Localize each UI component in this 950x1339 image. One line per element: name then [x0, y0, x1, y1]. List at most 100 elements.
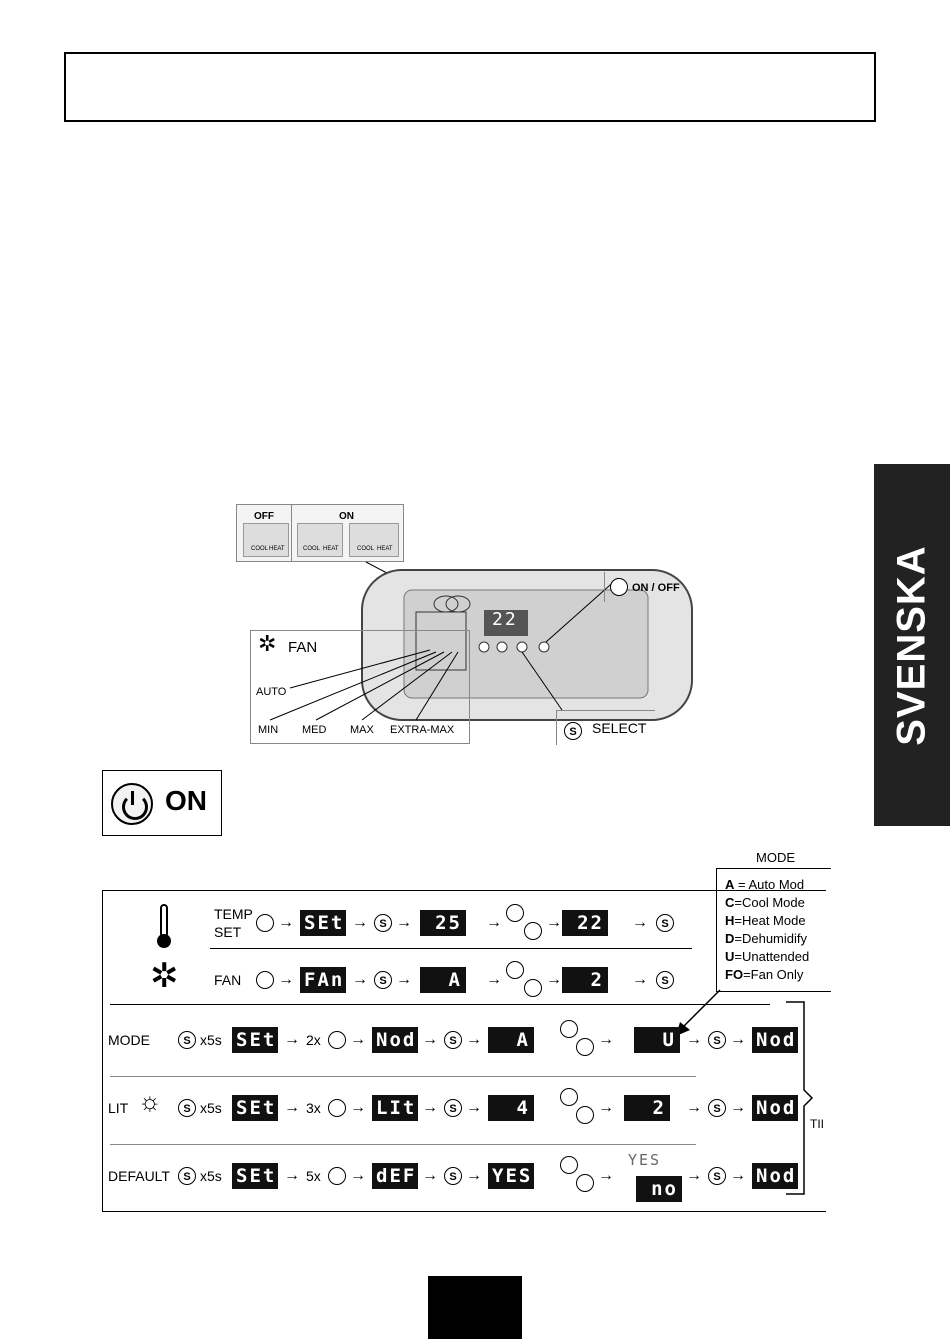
page-number-block — [428, 1276, 522, 1339]
fan-auto-label: AUTO — [256, 686, 287, 698]
mode-display-5: Nod — [752, 1027, 798, 1053]
off-heat-label: HEAT — [269, 546, 285, 552]
arrow-icon: → — [350, 1031, 366, 1048]
mode-legend-item: A = Auto Mod — [725, 877, 805, 892]
divider — [110, 1004, 770, 1005]
onoff-label: ON / OFF — [632, 582, 680, 594]
arrow-icon: → — [686, 1167, 702, 1184]
select-label: SELECT — [592, 720, 647, 736]
temp-display-2: 25 — [420, 910, 466, 936]
default-display-2: dEF — [372, 1163, 418, 1189]
on-heat-label: HEAT — [323, 546, 339, 552]
thermometer-bulb — [157, 934, 171, 948]
arrow-icon: → — [546, 971, 562, 988]
onoff-callout — [604, 572, 689, 602]
arrow-icon: → — [284, 1167, 300, 1184]
arrow-icon: → — [466, 1167, 482, 1184]
display-value: 22 — [492, 609, 518, 630]
arrow-icon: → — [396, 971, 412, 988]
down-button-icon — [256, 971, 274, 989]
default-row-label: DEFAULT — [108, 1168, 170, 1184]
s-button-icon: S — [656, 914, 674, 932]
lit-display-3: 4 — [488, 1095, 534, 1121]
control-panel-device — [361, 561, 693, 721]
mode-legend-item: FO=Fan Only — [725, 967, 804, 982]
arrow-icon: → — [730, 1167, 746, 1184]
mode-display-1: SEt — [232, 1027, 278, 1053]
fan-pointer-lines — [269, 649, 459, 721]
temp-display-3: 22 — [562, 910, 608, 936]
temp-display-1: SEt — [300, 910, 346, 936]
mode-legend-item: H=Heat Mode — [725, 913, 806, 928]
arrow-icon: → — [632, 971, 648, 988]
arrow-icon: → — [350, 1167, 366, 1184]
lit-display-4: 2 — [624, 1095, 670, 1121]
x5s-label: x5s — [200, 1032, 222, 1048]
fan-display-1: FAn — [300, 967, 346, 993]
mode-legend-title: MODE — [756, 850, 795, 865]
down-button-icon — [576, 1038, 594, 1056]
arrow-icon: → — [486, 971, 502, 988]
power-icon — [610, 578, 628, 596]
select-icon: S — [564, 722, 582, 740]
fan-legend-box — [250, 630, 470, 744]
arrow-icon: → — [598, 1031, 614, 1048]
s-button-icon: S — [656, 971, 674, 989]
arrow-icon: → — [422, 1099, 438, 1116]
default-display-1: SEt — [232, 1163, 278, 1189]
arrow-icon: → — [730, 1099, 746, 1116]
arrow-icon: → — [422, 1167, 438, 1184]
up-button-icon — [560, 1020, 578, 1038]
arrow-icon: → — [278, 971, 294, 988]
thermometer-icon — [160, 904, 168, 938]
off-cool-label: COOL — [251, 546, 269, 552]
x5s-label: x5s — [200, 1100, 222, 1116]
sequence-frame — [102, 890, 826, 1212]
bulb-icon: ☼ — [138, 1086, 162, 1116]
lit-times-label: 3x — [306, 1100, 321, 1116]
s-button-icon: S — [374, 914, 392, 932]
s-button-icon: S — [444, 1031, 462, 1049]
down-button-icon — [576, 1174, 594, 1192]
mode-legend-item: C=Cool Mode — [725, 895, 805, 910]
s-button-icon: S — [708, 1167, 726, 1185]
arrow-icon: → — [598, 1099, 614, 1116]
up-button-icon — [506, 904, 524, 922]
fan-display-3: 2 — [562, 967, 608, 993]
off-label: OFF — [254, 511, 274, 522]
arrow-icon: → — [350, 1099, 366, 1116]
on2-cool-label: COOL — [357, 546, 375, 552]
fan-min-label: MIN — [258, 724, 279, 736]
up-button-icon — [560, 1088, 578, 1106]
on-button-box: ON — [102, 770, 222, 836]
arrow-icon: → — [598, 1167, 614, 1184]
lit-display-2: LIt — [372, 1095, 418, 1121]
arrow-icon: → — [686, 1099, 702, 1116]
divider — [110, 1076, 696, 1077]
s-button-icon: S — [178, 1167, 196, 1185]
down-button-icon — [524, 922, 542, 940]
s-button-icon: S — [708, 1031, 726, 1049]
arrow-icon: → — [632, 914, 648, 931]
arrow-icon: → — [546, 914, 562, 931]
mode-times-label: 2x — [306, 1032, 321, 1048]
arrow-icon: → — [278, 914, 294, 931]
mode-legend-box: A = Auto Mod C=Cool Mode H=Heat Mode D=D… — [716, 868, 831, 992]
default-display-3: YES — [488, 1163, 534, 1189]
mode-legend-item: U=Unattended — [725, 949, 810, 964]
down-button-icon — [524, 979, 542, 997]
arrow-icon: → — [284, 1031, 300, 1048]
language-tab-label: SVENSKA — [889, 544, 934, 746]
arrow-icon: → — [466, 1031, 482, 1048]
lit-display-5: Nod — [752, 1095, 798, 1121]
arrow-icon: → — [352, 971, 368, 988]
on-label: ON — [339, 511, 354, 522]
divider — [110, 1144, 696, 1145]
fan-row-label: FAN — [214, 972, 242, 988]
on2-heat-label: HEAT — [377, 546, 393, 552]
select-callout — [556, 710, 655, 745]
on-button-label: ON — [165, 785, 207, 816]
bracket-label: TII — [810, 1117, 824, 1131]
mode-display-4: U — [634, 1027, 680, 1053]
arrow-icon: → — [352, 914, 368, 931]
